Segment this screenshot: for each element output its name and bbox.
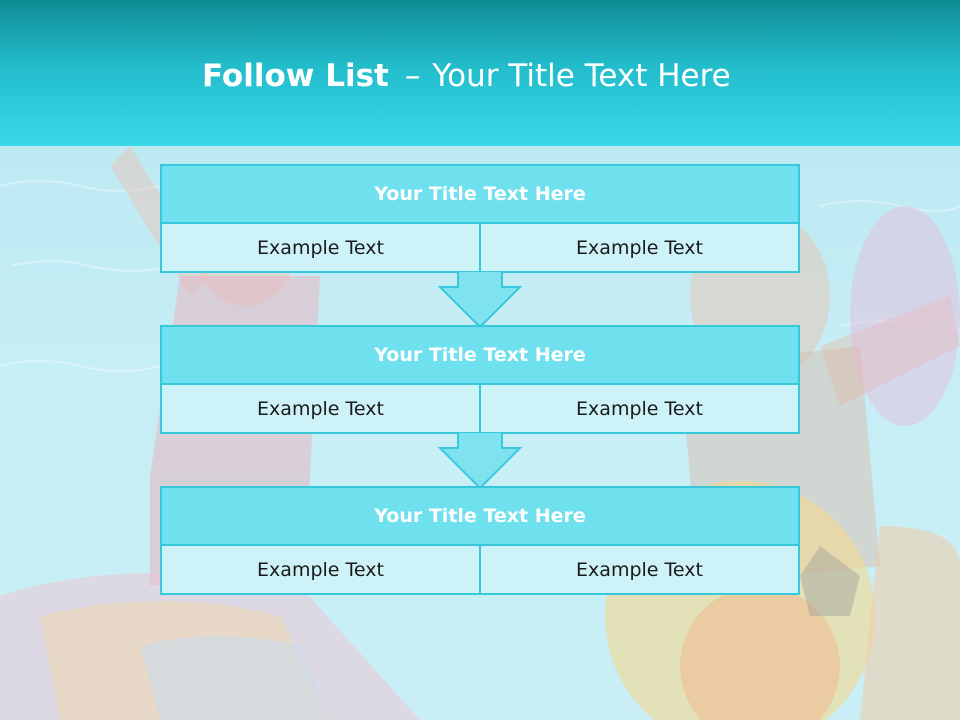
flow-box-cell-right: Example Text <box>481 546 798 593</box>
title-rest: Your Title Text Here <box>432 58 731 94</box>
flow-box-title: Your Title Text Here <box>162 488 798 544</box>
slide-title: Follow List–Your Title Text Here <box>202 54 731 98</box>
flow-box-cell-left: Example Text <box>162 546 479 593</box>
flow-box-1: Your Title Text Here Example Text Exampl… <box>160 164 800 273</box>
title-bold: Follow List <box>202 58 389 94</box>
flow-box-cell-left: Example Text <box>162 224 479 271</box>
flow-box-title: Your Title Text Here <box>162 166 798 222</box>
flow-box-cell-right: Example Text <box>481 224 798 271</box>
title-band: Follow List–Your Title Text Here <box>0 0 960 146</box>
flow-box-cell-left: Example Text <box>162 385 479 432</box>
down-arrow-icon <box>438 271 522 329</box>
title-separator: – <box>404 58 421 94</box>
flow-box-title: Your Title Text Here <box>162 327 798 383</box>
down-arrow-icon <box>438 432 522 490</box>
flow-box-3: Your Title Text Here Example Text Exampl… <box>160 486 800 595</box>
flow-box-cell-right: Example Text <box>481 385 798 432</box>
flow-box-2: Your Title Text Here Example Text Exampl… <box>160 325 800 434</box>
